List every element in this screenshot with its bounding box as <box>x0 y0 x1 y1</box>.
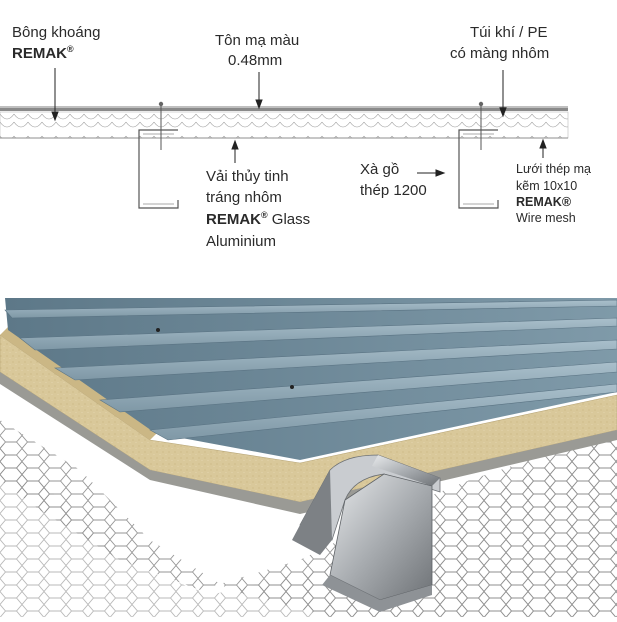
screw-icon <box>290 385 294 389</box>
purlin-sublabel: thép 1200 <box>360 182 427 199</box>
screw-icon <box>156 328 160 332</box>
glass-cloth-sublabel: tráng nhôm <box>206 189 282 206</box>
screw-icon <box>478 101 484 150</box>
roof-ribs <box>4 299 617 441</box>
wire-mesh-sublabel: kẽm 10x10 <box>516 179 577 193</box>
glass-cloth-brand: REMAK® Glass <box>206 210 310 228</box>
steel-sheet-thickness: 0.48mm <box>228 52 282 69</box>
steel-sheet-layer <box>0 108 568 111</box>
screw-icon <box>158 101 164 150</box>
cross-section: Bông khoáng REMAK® Tôn mạ màu 0.48mm Túi… <box>0 24 591 250</box>
purlin-section-right <box>458 129 499 209</box>
rockwool-label: Bông khoáng <box>12 24 100 41</box>
steel-sheet-label: Tôn mạ màu <box>215 32 299 49</box>
wire-mesh-product: Wire mesh <box>516 211 576 225</box>
leader-arrows <box>51 68 547 177</box>
wire-mesh-label: Lưới thép mạ <box>516 162 591 176</box>
purlin-label: Xà gồ <box>360 161 399 178</box>
rockwool-brand: REMAK® <box>12 44 74 62</box>
purlin-section-left <box>138 129 179 209</box>
wire-mesh-brand: REMAK® <box>516 195 572 209</box>
glass-cloth-product: Aluminium <box>206 233 276 250</box>
insulation-layer <box>0 111 569 139</box>
roof-3d-illustration <box>0 298 617 617</box>
air-bubble-label: Túi khí / PE <box>470 24 548 41</box>
purlin-3d <box>292 454 441 612</box>
air-bubble-sublabel: có màng nhôm <box>450 45 549 62</box>
glass-cloth-label: Vải thủy tinh <box>206 168 289 185</box>
